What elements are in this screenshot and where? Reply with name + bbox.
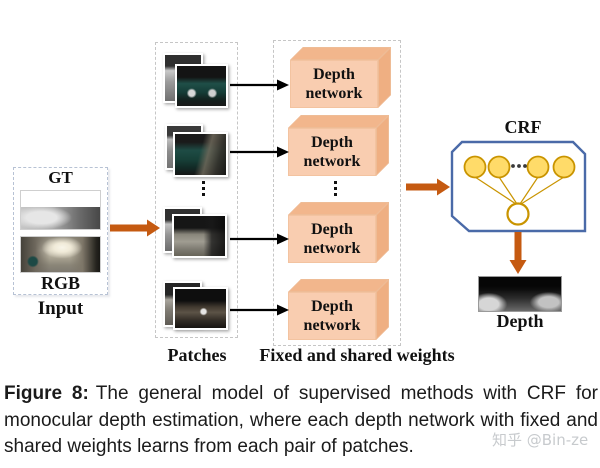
gt-label: GT: [48, 168, 73, 187]
box-side-face: [376, 115, 389, 176]
input-group-box: GT RGB: [13, 167, 108, 295]
crf-edges: [474, 176, 565, 205]
depth-network-label: network: [303, 317, 361, 334]
depth-network-label: Depth: [313, 66, 355, 83]
figure-caption-body: The general model of supervised methods …: [4, 383, 598, 457]
figure-caption-lead: Figure 8:: [4, 383, 89, 404]
depth-network-label: network: [305, 85, 363, 102]
depth-network-label: network: [303, 153, 361, 170]
box-top-face: [288, 115, 389, 128]
box-front-face: Depth network: [290, 60, 378, 108]
vertical-ellipsis-icon: [333, 181, 337, 196]
vertical-ellipsis-icon: [201, 181, 205, 196]
depth-network-label: Depth: [311, 134, 353, 151]
rgb-image: [20, 236, 101, 273]
input-label: Input: [37, 298, 84, 319]
depth-network-box-4: Depth network: [288, 279, 389, 340]
depth-network-box-3: Depth network: [288, 202, 389, 263]
crf-label: CRF: [504, 117, 542, 137]
patches-group-box: [155, 42, 238, 338]
watermark-text: 知乎 @Bin-ze: [492, 431, 589, 449]
networks-group-box: [273, 40, 401, 346]
box-side-face: [378, 47, 391, 108]
box-top-face: [288, 279, 389, 292]
depth-network-box-1: Depth network: [290, 47, 391, 108]
orange-arrow-right-icon: [110, 219, 160, 237]
depth-network-label: Depth: [311, 221, 353, 238]
box-front-face: Depth network: [288, 292, 376, 340]
orange-arrow-down-icon: [509, 232, 527, 274]
figure-caption: Figure 8:The general model of supervised…: [4, 381, 598, 461]
output-depth-label: Depth: [496, 311, 544, 331]
box-side-face: [376, 279, 389, 340]
fixed-shared-weights-label: Fixed and shared weights: [259, 345, 455, 365]
depth-network-label: Depth: [311, 298, 353, 315]
patch-2-color-image: [173, 132, 228, 177]
orange-arrow-right-icon: [406, 178, 450, 196]
depth-network-box-2: Depth network: [288, 115, 389, 176]
box-side-face: [376, 202, 389, 263]
box-front-face: Depth network: [288, 128, 376, 176]
gt-depth-image: [20, 190, 101, 230]
horizontal-ellipsis-icon: [511, 164, 527, 168]
box-top-face: [290, 47, 391, 60]
patches-label: Patches: [167, 345, 227, 365]
crf-node-icon: [463, 155, 576, 179]
output-depth-image: [478, 276, 562, 312]
box-top-face: [288, 202, 389, 215]
patch-3-color-image: [172, 214, 227, 258]
box-front-face: Depth network: [288, 215, 376, 263]
depth-network-label: network: [303, 240, 361, 257]
rgb-label: RGB: [40, 273, 80, 293]
crf-box: [450, 140, 587, 233]
patch-4-color-image: [173, 287, 228, 330]
crf-output-node-icon: [506, 202, 530, 226]
patch-1-color-image: [175, 64, 228, 108]
